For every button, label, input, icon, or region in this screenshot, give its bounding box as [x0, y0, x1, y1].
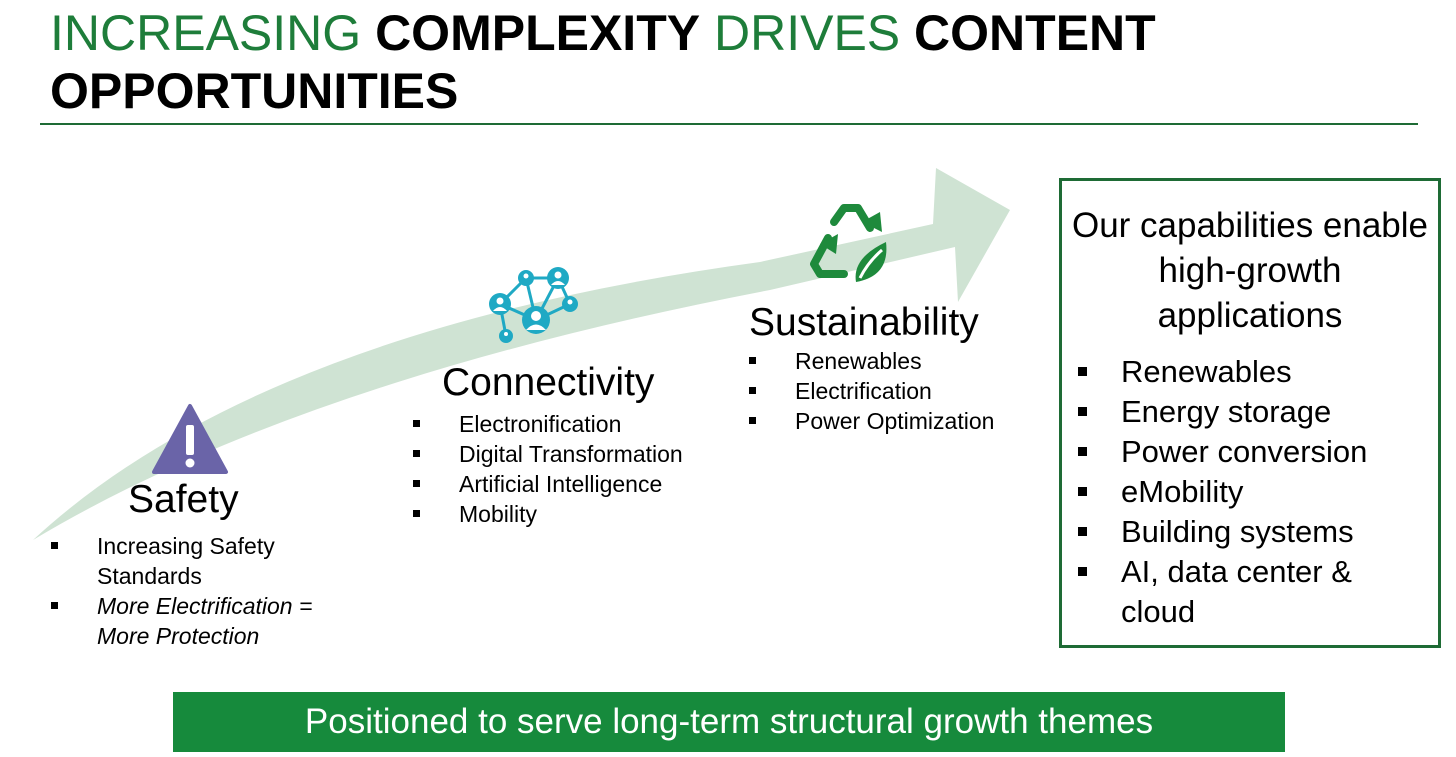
title-part-complexity: COMPLEXITY [375, 5, 701, 61]
list-item: Energy storage [1076, 392, 1406, 432]
safety-list: Increasing Safety Standards More Electri… [51, 531, 351, 651]
growth-themes-banner: Positioned to serve long-term structural… [173, 692, 1285, 752]
page-title: INCREASING COMPLEXITY DRIVES CONTENT OPP… [50, 4, 1350, 120]
capabilities-list: Renewables Energy storage Power conversi… [1076, 352, 1406, 632]
warning-triangle-icon [151, 403, 229, 475]
title-part-drives: DRIVES [700, 5, 915, 61]
safety-title: Safety [128, 478, 239, 521]
list-item: Electronification [413, 409, 733, 439]
title-part-content: CONTENT OPPORTUNITIES [50, 5, 1156, 119]
list-item: Electrification [749, 376, 1049, 406]
list-item: eMobility [1076, 472, 1406, 512]
list-item: Building systems [1076, 512, 1406, 552]
sustainability-list: Renewables Electrification Power Optimiz… [749, 346, 1049, 436]
capabilities-box: Our capabilities enable high-growth appl… [1059, 178, 1441, 648]
list-item: More Electrification = More Protection [51, 591, 351, 651]
list-item: Digital Transformation [413, 439, 733, 469]
title-part-increasing: INCREASING [50, 5, 376, 61]
list-item: Mobility [413, 499, 733, 529]
list-item: Increasing Safety Standards [51, 531, 351, 591]
connectivity-list: Electronification Digital Transformation… [413, 409, 733, 529]
network-people-icon [484, 264, 580, 346]
list-item: Power conversion [1076, 432, 1406, 472]
recycle-leaf-icon [804, 202, 896, 290]
title-divider [40, 123, 1418, 125]
list-item: Renewables [1076, 352, 1406, 392]
list-item: AI, data center & cloud [1076, 552, 1406, 632]
sustainability-title: Sustainability [749, 301, 979, 344]
capabilities-heading: Our capabilities enable high-growth appl… [1071, 206, 1429, 335]
list-item: Renewables [749, 346, 1049, 376]
connectivity-title: Connectivity [442, 361, 655, 404]
list-item: Power Optimization [749, 406, 1049, 436]
list-item: Artificial Intelligence [413, 469, 733, 499]
